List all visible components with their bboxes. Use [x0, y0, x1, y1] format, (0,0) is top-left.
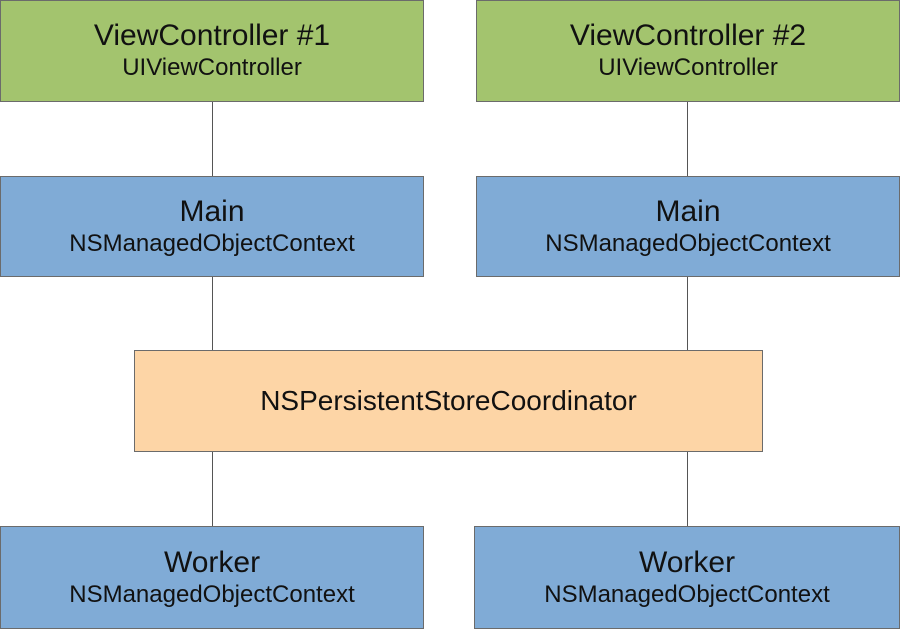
connector-main1-coordinator [212, 276, 213, 351]
worker-context-2-subtitle: NSManagedObjectContext [544, 580, 830, 608]
viewcontroller-2-box: ViewController #2 UIViewController [476, 0, 900, 102]
worker-context-1-title: Worker [163, 545, 261, 579]
main-context-2-box: Main NSManagedObjectContext [476, 176, 900, 277]
viewcontroller-2-subtitle: UIViewController [598, 54, 778, 81]
persistent-store-coordinator-box: NSPersistentStoreCoordinator [134, 350, 763, 452]
main-context-1-box: Main NSManagedObjectContext [0, 176, 424, 277]
connector-coordinator-worker2 [687, 451, 688, 527]
worker-context-1-box: Worker NSManagedObjectContext [0, 526, 424, 629]
worker-context-1-subtitle: NSManagedObjectContext [69, 580, 355, 608]
main-context-2-title: Main [655, 194, 721, 228]
viewcontroller-1-title: ViewController #1 [93, 19, 331, 52]
connector-main2-coordinator [687, 276, 688, 351]
connector-vc1-main1 [212, 101, 213, 177]
main-context-1-subtitle: NSManagedObjectContext [69, 229, 355, 257]
viewcontroller-1-subtitle: UIViewController [122, 54, 302, 81]
main-context-1-title: Main [179, 194, 245, 228]
main-context-2-subtitle: NSManagedObjectContext [545, 229, 831, 257]
worker-context-2-title: Worker [638, 545, 736, 579]
viewcontroller-2-title: ViewController #2 [569, 19, 807, 52]
viewcontroller-1-box: ViewController #1 UIViewController [0, 0, 424, 102]
persistent-store-coordinator-title: NSPersistentStoreCoordinator [260, 385, 637, 416]
connector-coordinator-worker1 [212, 451, 213, 527]
worker-context-2-box: Worker NSManagedObjectContext [474, 526, 900, 629]
connector-vc2-main2 [687, 101, 688, 177]
